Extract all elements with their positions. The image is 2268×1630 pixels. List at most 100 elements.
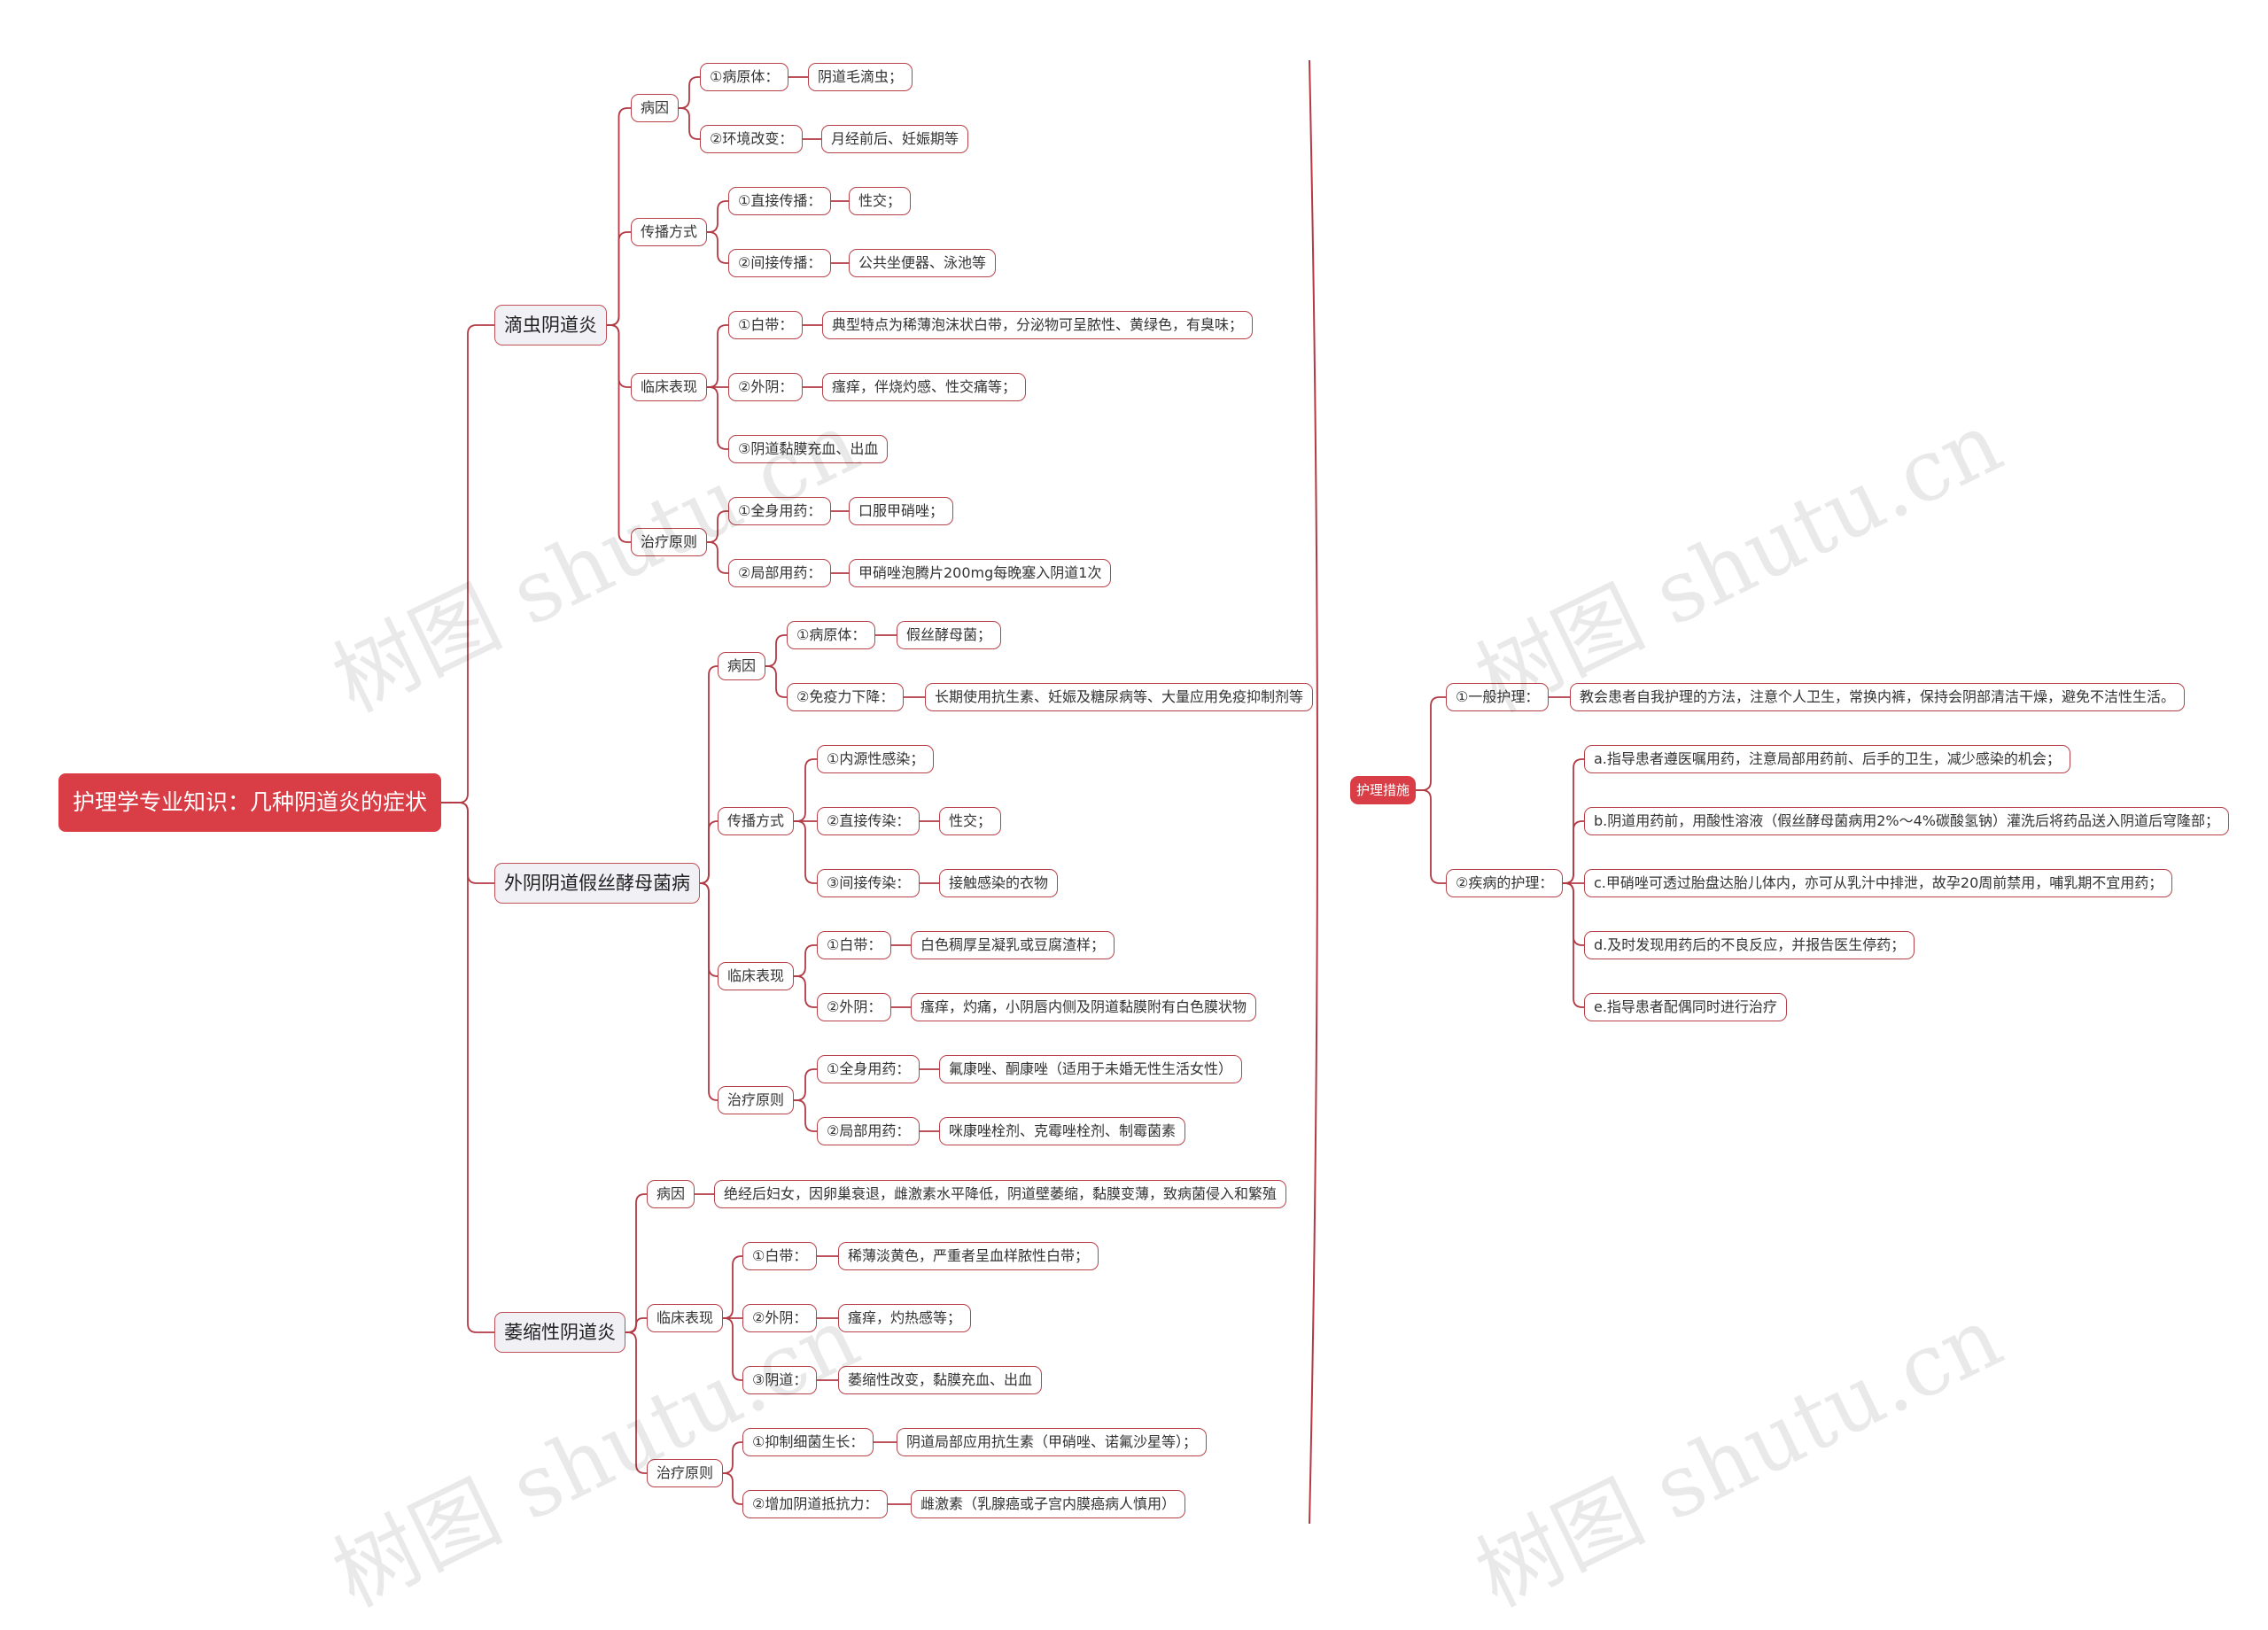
node-b1c2x[interactable]: 瘙痒，伴烧灼感、性交痛等； (822, 373, 1027, 401)
node-b2d2[interactable]: ②局部用药： (817, 1117, 920, 1145)
node-b1d2[interactable]: ②局部用药： (728, 559, 832, 587)
node-b2a2[interactable]: ②免疫力下降： (787, 683, 905, 711)
connector-b1b-b1b1 (707, 200, 728, 233)
connector-b3b-b3b3 (723, 1317, 742, 1381)
node-b1a1x[interactable]: 阴道毛滴虫； (808, 63, 913, 91)
node-b1b2x[interactable]: 公共坐便器、泳池等 (849, 249, 997, 277)
node-b2d1[interactable]: ①全身用药： (817, 1055, 920, 1083)
connector-root-b3 (441, 802, 494, 1333)
node-b3b2x[interactable]: 瘙痒，灼热感等； (838, 1304, 972, 1332)
connector-b2b-b2b1 (794, 758, 817, 822)
node-b2a1x[interactable]: 假丝酵母菌； (897, 621, 1002, 649)
connector-b1a-b1a2 (679, 107, 700, 140)
connector-r-r2 (1416, 789, 1446, 884)
connector-b3c-b3c1 (723, 1441, 742, 1474)
node-b2c2[interactable]: ②外阴： (817, 993, 892, 1021)
node-b2c[interactable]: 临床表现 (718, 962, 795, 990)
node-r2c[interactable]: c.甲硝唑可透过胎盘达胎儿体内，亦可从乳汁中排泄，故孕20周前禁用，哺乳期不宜用… (1584, 869, 2173, 897)
node-b1c3[interactable]: ③阴道黏膜充血、出血 (728, 435, 889, 463)
connector-b3-b3c (625, 1331, 647, 1474)
node-b3b3[interactable]: ③阴道： (742, 1366, 818, 1394)
node-b2b2x[interactable]: 性交； (939, 807, 1002, 835)
connector-r2-r2b (1563, 820, 1584, 884)
node-b1a[interactable]: 病因 (631, 94, 680, 122)
node-b1b1x[interactable]: 性交； (849, 187, 912, 215)
node-b1c2[interactable]: ②外阴： (728, 373, 804, 401)
node-b2d1x[interactable]: 氟康唑、酮康唑（适用于未婚无性生活女性） (939, 1055, 1243, 1083)
node-b1d1[interactable]: ①全身用药： (728, 497, 832, 525)
node-b2b3[interactable]: ③间接传染： (817, 869, 920, 897)
connector-b2c-b2c2 (794, 975, 817, 1008)
node-b1d2x[interactable]: 甲硝唑泡腾片200mg每晚塞入阴道1次 (849, 559, 1112, 587)
node-b3ax[interactable]: 绝经后妇女，因卵巢衰退，雌激素水平降低，阴道壁萎缩，黏膜变薄，致病菌侵入和繁殖 (714, 1180, 1287, 1208)
node-b2a[interactable]: 病因 (718, 652, 766, 680)
node-r[interactable]: 护理措施 (1350, 776, 1417, 804)
node-b3c[interactable]: 治疗原则 (647, 1459, 724, 1487)
node-b2d[interactable]: 治疗原则 (718, 1086, 795, 1114)
node-r2[interactable]: ②疾病的护理： (1446, 869, 1564, 897)
node-r1x[interactable]: 教会患者自我护理的方法，注意个人卫生，常换内裤，保持会阴部清洁干燥，避免不洁性生… (1570, 683, 2186, 711)
node-b1c[interactable]: 临床表现 (631, 373, 708, 401)
node-b3b1x[interactable]: 稀薄淡黄色，严重者呈血样脓性白带； (838, 1242, 1099, 1270)
node-b2b3x[interactable]: 接触感染的衣物 (939, 869, 1059, 897)
divider-line (1309, 59, 1318, 1525)
connector-b1c-b1c3 (707, 386, 728, 450)
connector-b2a-b2a1 (765, 634, 787, 667)
node-b1d[interactable]: 治疗原则 (631, 528, 708, 556)
node-r2b[interactable]: b.阴道用药前，用酸性溶液（假丝酵母菌病用2%～4%碳酸氢钠）灌洗后将药品送入阴… (1584, 807, 2230, 835)
node-b3b3x[interactable]: 萎缩性改变，黏膜充血、出血 (838, 1366, 1043, 1394)
connector-b2a-b2a2 (765, 665, 787, 698)
connector-b3c-b3c2 (723, 1472, 742, 1505)
node-b3b2[interactable]: ②外阴： (742, 1304, 818, 1332)
connector-r2-r2e (1563, 882, 1584, 1008)
node-b2a2x[interactable]: 长期使用抗生素、妊娠及糖尿病等、大量应用免疫抑制剂等 (925, 683, 1314, 711)
node-b2c2x[interactable]: 瘙痒，灼痛，小阴唇内侧及阴道黏膜附有白色膜状物 (911, 993, 1257, 1021)
node-b2c1x[interactable]: 白色稠厚呈凝乳或豆腐渣样； (911, 931, 1115, 959)
connector-b2-b2d (699, 882, 718, 1101)
node-b1[interactable]: 滴虫阴道炎 (494, 305, 607, 345)
connector-b1a-b1a1 (679, 76, 700, 109)
node-b2d2x[interactable]: 咪康唑栓剂、克霉唑栓剂、制霉菌素 (939, 1117, 1186, 1145)
node-b2b[interactable]: 传播方式 (718, 807, 795, 835)
node-b3[interactable]: 萎缩性阴道炎 (494, 1312, 625, 1353)
connector-root-b1 (441, 324, 494, 803)
connector-b2c-b2c1 (794, 944, 817, 977)
node-b2a1[interactable]: ①病原体： (787, 621, 876, 649)
node-r2d[interactable]: d.及时发现用药后的不良反应，并报告医生停药； (1584, 931, 1915, 959)
node-b2b2[interactable]: ②直接传染： (817, 807, 920, 835)
node-r2e[interactable]: e.指导患者配偶同时进行治疗 (1584, 993, 1787, 1021)
node-b3c1[interactable]: ①抑制细菌生长： (742, 1428, 874, 1456)
connector-b2d-b2d1 (794, 1068, 817, 1101)
connector-b2-b2b (699, 820, 718, 884)
connector-r-r1 (1416, 696, 1446, 791)
connector-b1-b1d (607, 324, 631, 543)
node-b3c1x[interactable]: 阴道局部应用抗生素（甲硝唑、诺氟沙星等）； (897, 1428, 1208, 1456)
node-b3b1[interactable]: ①白带： (742, 1242, 818, 1270)
node-r1[interactable]: ①一般护理： (1446, 683, 1550, 711)
node-b1d1x[interactable]: 口服甲硝唑； (849, 497, 954, 525)
node-b1c1[interactable]: ①白带： (728, 311, 804, 339)
node-b3b[interactable]: 临床表现 (647, 1304, 724, 1332)
node-b1a2x[interactable]: 月经前后、妊娠期等 (821, 125, 969, 153)
node-b1b2[interactable]: ②间接传播： (728, 249, 832, 277)
connector-b3-b3b (625, 1317, 647, 1333)
node-b1b1[interactable]: ①直接传播： (728, 187, 832, 215)
connector-b2b-b2b3 (794, 820, 817, 884)
node-b2b1[interactable]: ①内源性感染； (817, 745, 935, 773)
connector-b3b-b3b1 (723, 1255, 742, 1319)
connector-b1d-b1d2 (707, 541, 728, 574)
node-b3c2x[interactable]: 雌激素（乳腺癌或子宫内膜癌病人慎用） (911, 1490, 1186, 1518)
connector-b2d-b2d2 (794, 1099, 817, 1132)
node-b1a2[interactable]: ②环境改变： (700, 125, 804, 153)
node-b2c1[interactable]: ①白带： (817, 931, 892, 959)
node-r2a[interactable]: a.指导患者遵医嘱用药，注意局部用药前、后手的卫生，减少感染的机会； (1584, 745, 2070, 773)
node-b3c2[interactable]: ②增加阴道抵抗力： (742, 1490, 889, 1518)
connector-b1b-b1b2 (707, 231, 728, 264)
node-root[interactable]: 护理学专业知识：几种阴道炎的症状 (58, 773, 442, 832)
node-b1a1[interactable]: ①病原体： (700, 63, 789, 91)
node-b2[interactable]: 外阴阴道假丝酵母菌病 (494, 863, 700, 904)
node-b1b[interactable]: 传播方式 (631, 218, 708, 246)
node-b3a[interactable]: 病因 (647, 1180, 695, 1208)
node-b1c1x[interactable]: 典型特点为稀薄泡沫状白带，分泌物可呈脓性、黄绿色，有臭味； (822, 311, 1254, 339)
